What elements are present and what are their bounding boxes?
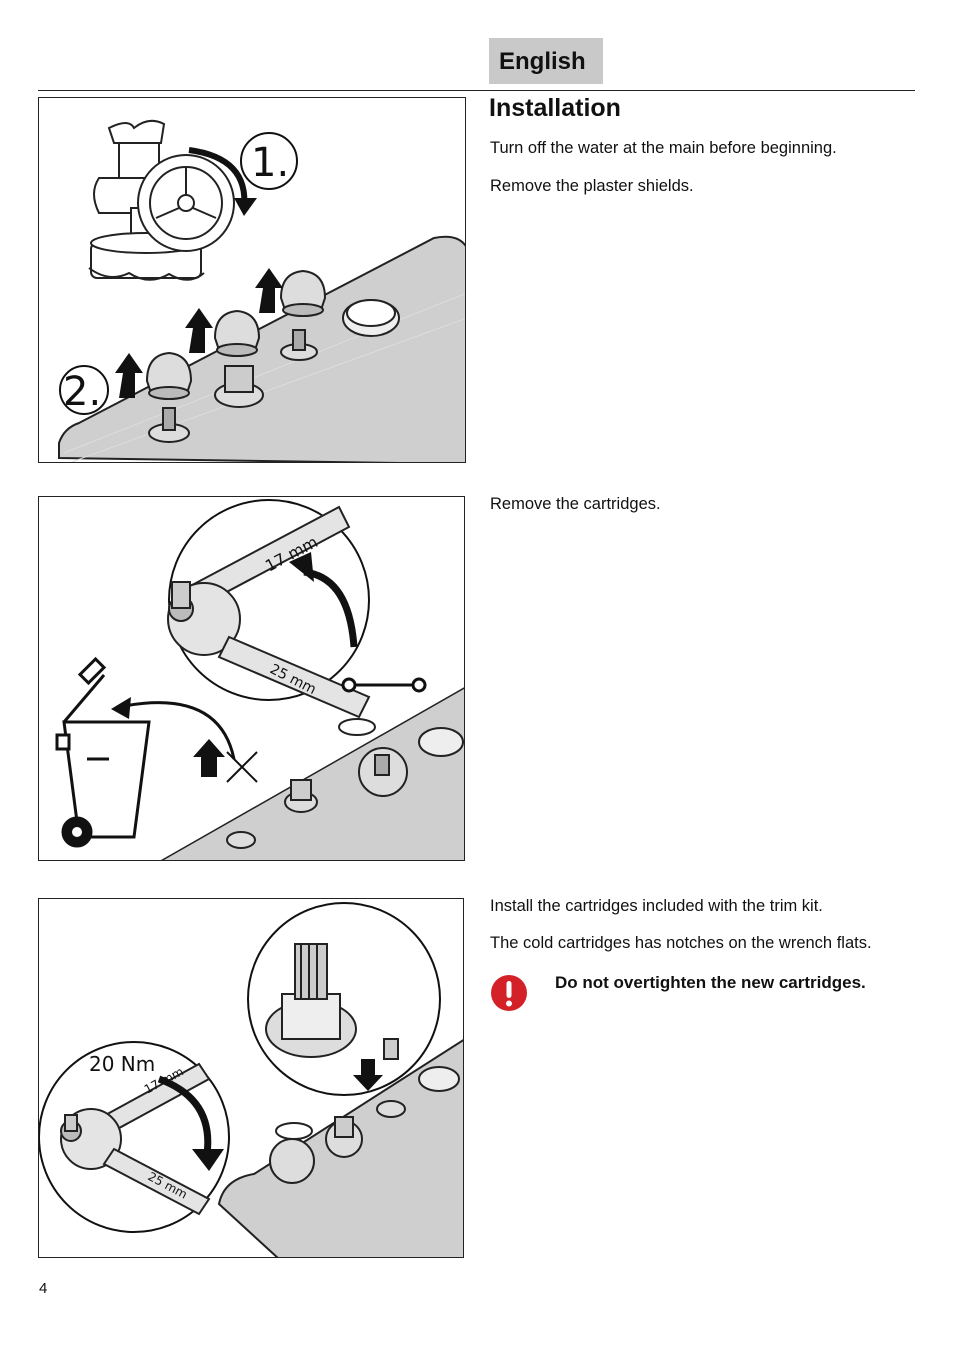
figure-remove-cartridges: 17 mm 25 mm	[38, 496, 465, 861]
warning-note: Do not overtighten the new cartridges.	[490, 970, 890, 1030]
instruction-text: Turn off the water at the main before be…	[490, 139, 837, 157]
page-number: 4	[39, 1280, 48, 1297]
torque-label: 20 Nm	[89, 1052, 155, 1076]
instruction-text: The cold cartridges has notches on the w…	[490, 934, 872, 952]
figure-install-cartridges: 20 Nm 17 mm 25 mm	[38, 898, 464, 1258]
section-title: Installation	[489, 94, 621, 122]
shutoff-valve-illustration	[88, 119, 235, 281]
countertop-illustration	[160, 687, 464, 860]
detail-circle	[247, 902, 441, 1096]
header-rule	[38, 90, 915, 91]
step-number-2: 2.	[63, 369, 101, 415]
instruction-text: Remove the cartridges.	[490, 495, 661, 513]
step-number-1: 1.	[251, 140, 289, 186]
trash-bin-illustration	[55, 656, 151, 848]
countertop-illustration	[58, 235, 465, 462]
warning-text: Do not overtighten the new cartridges.	[555, 973, 866, 992]
instruction-text: Remove the plaster shields.	[490, 177, 694, 195]
exclamation-icon	[491, 975, 527, 1011]
instruction-text: Install the cartridges included with the…	[490, 897, 823, 915]
language-tab: English	[489, 38, 603, 84]
figure-shutoff-and-shields: 1. 2.	[38, 97, 466, 463]
